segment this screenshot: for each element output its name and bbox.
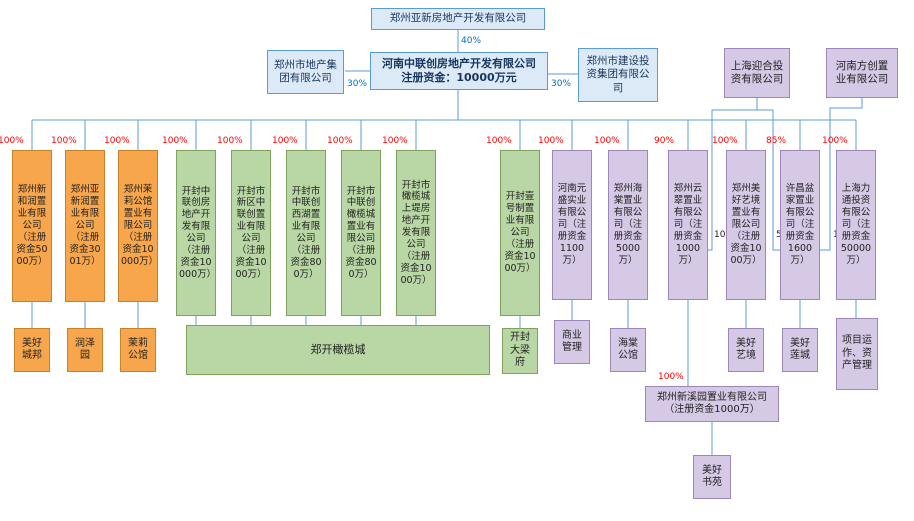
project-box: 美好莲城 [782, 328, 818, 372]
investor-box-shanghai-yinghe: 上海迎合投资有限公司 [724, 48, 790, 98]
main-company-capital: 注册资金：10000万元 [401, 71, 517, 84]
subsidiary-box: 开封中联创房地产开发有限公司（注册资金10000万） [176, 150, 216, 316]
stake-label-investor-1a: 10% [714, 230, 735, 240]
stake-label: 100% [162, 136, 188, 146]
project-box: 美好艺境 [728, 328, 764, 372]
subsidiary-box: 郑州亚新润置业有限公司（注册资金3001万） [65, 150, 105, 302]
subsidiary-box: 郑州茉莉公馆置业有限公司（注册资金10000万） [118, 150, 158, 302]
subsidiary-box: 许昌盆家置业有限公司（注册资金1600万） [780, 150, 820, 300]
shareholder-right-box: 郑州市建设投资集团有限公司 [578, 48, 658, 102]
stake-label: 100% [594, 136, 620, 146]
project-box: 润泽园 [67, 328, 103, 372]
chain-company-box: 郑州新溪园置业有限公司（注册资金1000万） [645, 386, 779, 422]
stake-label: 100% [104, 136, 130, 146]
project-box: 商业管理 [554, 320, 590, 364]
subsidiary-box: 开封市中联创西湖置业有限公司（注册资金800万） [286, 150, 326, 316]
subsidiary-box: 郑州云翠置业有限公司（注册资金1000万） [668, 150, 708, 300]
stake-label-shareholder-right: 30% [551, 79, 572, 89]
root-company-box: 郑州亚新房地产开发有限公司 [371, 8, 545, 30]
subsidiary-box: 河南元盛实业有限公司（注册资金1100万） [552, 150, 592, 300]
investor-box-henan-fangchuang: 河南方创置业有限公司 [826, 48, 898, 98]
stake-label: 85% [766, 136, 787, 146]
subsidiary-box: 郑州新和润置业有限公司（注册资金5000万） [12, 150, 52, 302]
subsidiary-box: 上海力通投资有限公司（注册资金50000万） [836, 150, 876, 300]
stake-label-root: 40% [461, 36, 482, 46]
stake-label: 100% [327, 136, 353, 146]
project-box: 茉莉公馆 [120, 328, 156, 372]
project-box: 项目运作、资产管理 [836, 318, 878, 390]
stake-label: 100% [272, 136, 298, 146]
subsidiary-box: 开封市中联创橄榄城置业有限公司（注册资金800万） [341, 150, 381, 316]
stake-label: 100% [0, 136, 24, 146]
main-company-box: 河南中联创房地产开发有限公司 注册资金：10000万元 [370, 52, 548, 90]
shareholder-left-box: 郑州市地产集团有限公司 [267, 50, 344, 94]
subsidiary-box: 开封市橄榄城上堤房地产开发有限公司（注册资金1000万） [396, 150, 436, 316]
project-box: 美好城邦 [14, 328, 50, 372]
stake-label: 90% [654, 136, 675, 146]
subsidiary-box: 开封市新区中联创置业有限公司（注册资金1000万） [231, 150, 271, 316]
stake-label: 100% [822, 136, 848, 146]
stake-label: 100% [51, 136, 77, 146]
shared-project-box: 郑开橄榄城 [186, 325, 490, 375]
subsidiary-box: 郑州海棠置业有限公司（注册资金5000万） [608, 150, 648, 300]
subsidiary-box: 郑州美好艺境置业有限公司（注册资金1000万） [726, 150, 766, 300]
stake-label: 100% [712, 136, 738, 146]
chain-project-box: 美好书苑 [693, 455, 731, 499]
main-company-name: 河南中联创房地产开发有限公司 [382, 57, 536, 71]
stake-label: 100% [382, 136, 408, 146]
stake-label-chain: 100% [658, 372, 684, 382]
subsidiary-box: 开封壹号制置业有限公司（注册资金1000万） [500, 150, 540, 316]
stake-label: 100% [538, 136, 564, 146]
stake-label: 100% [486, 136, 512, 146]
project-box: 海棠公馆 [610, 328, 646, 372]
project-box: 开封大梁府 [502, 328, 538, 374]
stake-label: 100% [217, 136, 243, 146]
stake-label-shareholder-left: 30% [347, 79, 368, 89]
